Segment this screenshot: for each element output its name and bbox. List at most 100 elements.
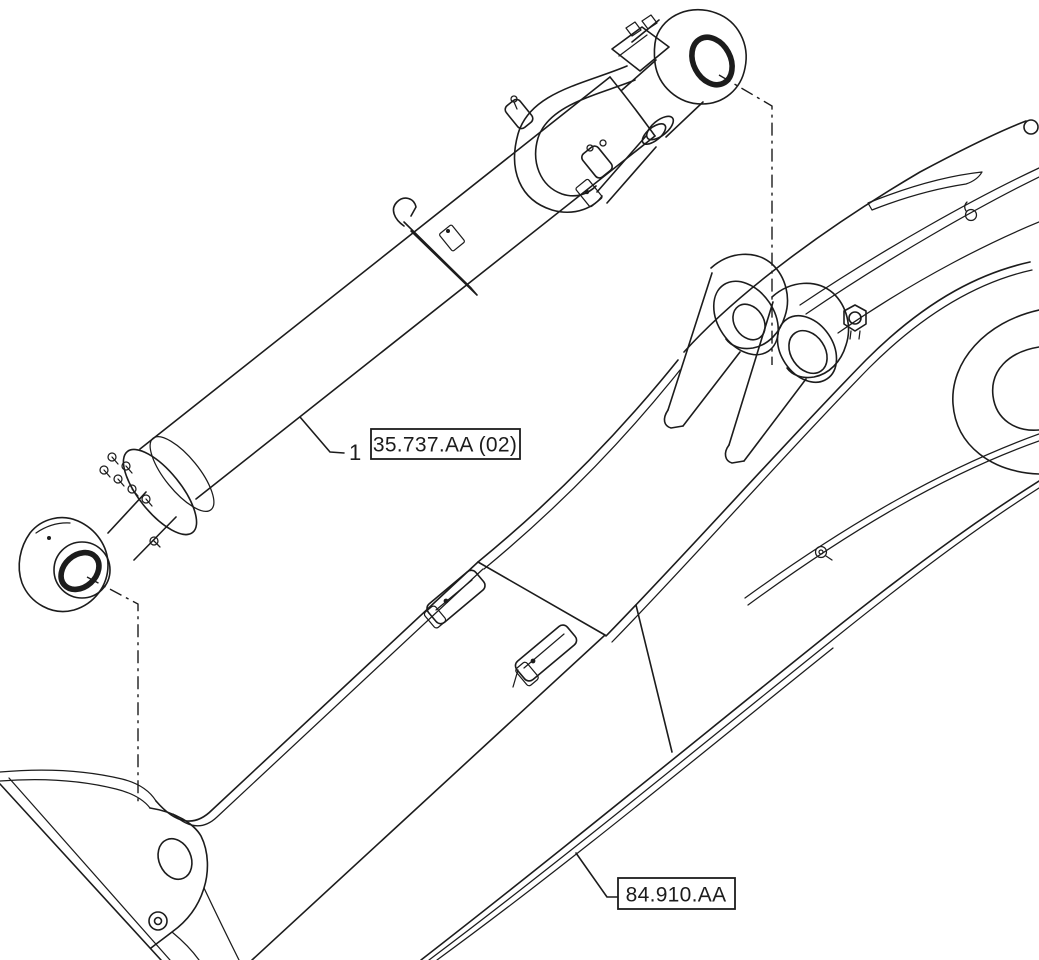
boom-clamp-bracket-2	[512, 624, 578, 688]
near-lug-foot	[724, 444, 745, 464]
bracket-clip	[515, 661, 539, 687]
barrel-upper-edge	[139, 76, 611, 450]
port-block	[611, 26, 670, 72]
near-lug-boss	[776, 315, 838, 383]
boom-foot-top-edge	[0, 769, 157, 802]
bracket-bolt	[530, 658, 536, 664]
tube-flange	[645, 115, 675, 141]
upper-pin-centerline	[718, 74, 773, 365]
bolt-shank	[825, 555, 833, 561]
callout-cylinder-box[interactable]	[370, 428, 521, 460]
flange-disc	[122, 448, 198, 536]
boom-pivot-boss-outer	[952, 309, 1039, 475]
boom-foot-hole	[157, 837, 193, 881]
boom-far-edge-to-foot-b	[172, 568, 484, 827]
boom-clamp-bracket-1	[423, 569, 486, 629]
bracket-plate	[426, 569, 486, 625]
flange-rim	[149, 436, 215, 512]
boom-near-corner-to-foot	[251, 634, 606, 960]
callout-cylinder-leader	[299, 416, 345, 454]
near-lug-arm-1	[728, 301, 774, 446]
boom-pivot-boss-inner	[991, 346, 1039, 431]
clevis-neck	[621, 19, 704, 138]
ball-dimple	[47, 536, 51, 540]
hose-clamp-upper	[504, 95, 534, 130]
clamp-plate	[575, 178, 603, 208]
nut-bore	[848, 311, 862, 325]
boom-bottom-edge-c	[436, 647, 834, 960]
callout-boom-leader	[575, 852, 619, 898]
boom-foot-bracket-tail-2	[171, 931, 200, 960]
pin-centerlines	[86, 74, 773, 806]
bolt-center	[818, 549, 824, 555]
band-tab	[392, 197, 417, 227]
boom-foot-front-edge	[0, 783, 162, 960]
ball-outline	[18, 516, 109, 613]
boom-upper-silhouette	[683, 120, 1027, 353]
boom-silhouette-end-hook	[1023, 119, 1039, 135]
clamp-body	[581, 145, 613, 179]
nut-hex	[843, 304, 867, 332]
bolt-head	[814, 545, 828, 559]
far-lug-boss	[712, 280, 780, 356]
near-lug-hook	[771, 282, 850, 379]
band-buckle-bolt	[446, 229, 450, 233]
fitting-tip	[964, 201, 968, 212]
band-buckle	[439, 224, 465, 252]
callout-cylinder: 1 35.737.AA (02)	[299, 416, 521, 465]
clamp-body	[504, 98, 534, 130]
bracket-clip	[423, 605, 447, 629]
boom-top-seam-2	[837, 221, 1039, 334]
boom-top-plate-end	[477, 561, 606, 636]
cap-eye-ring	[653, 8, 747, 105]
far-lug-hook	[710, 253, 789, 350]
boom-foot-boss	[148, 911, 168, 931]
barrel-lower-edge	[195, 135, 656, 500]
hose-clamp-lower	[575, 139, 613, 208]
band-straps	[403, 221, 478, 296]
port-block-edge	[618, 34, 648, 57]
boom-foot-boss-center	[153, 916, 163, 926]
rod-eye-bore	[58, 549, 102, 593]
rod-end-ball	[18, 516, 111, 613]
ball-facet	[35, 522, 71, 534]
hose-outer	[513, 65, 628, 213]
boom-far-edge-to-foot	[155, 561, 479, 822]
callout-boom-box[interactable]	[617, 877, 736, 910]
boom-side-plate-end	[635, 604, 673, 753]
callout-boom-ref: 84.910.AA	[626, 884, 727, 907]
boom-rib-sliver	[867, 171, 983, 211]
bracket-edge	[523, 633, 565, 669]
callout-cylinder-ref: 35.737.AA (02)	[373, 434, 517, 457]
clamp-bolt-2	[599, 139, 607, 147]
near-lug-arm-2	[743, 378, 807, 462]
flange-bolts	[99, 452, 161, 548]
hose-inner	[534, 79, 636, 197]
boom-side-seam	[744, 433, 1039, 599]
bracket-tab	[512, 669, 519, 688]
far-lug-foot	[663, 409, 684, 429]
barrel-band-clamp	[392, 197, 478, 296]
rod-eye-ring	[53, 541, 111, 599]
boom-near-lug	[724, 282, 850, 464]
boom-top-seam-1	[799, 167, 1039, 306]
boom-top-seam-1b	[805, 176, 1039, 315]
boom-side-seam-b	[747, 440, 1039, 606]
clamp-plate-bolt	[584, 189, 590, 195]
boom-assembly	[0, 119, 1039, 960]
barrel-cap-rim	[609, 76, 656, 137]
boom-nut	[843, 304, 867, 340]
bracket-plate	[514, 624, 578, 682]
boom-foot-bracket-tail-1	[203, 887, 240, 960]
bracket-edge	[435, 579, 473, 611]
nut-stem	[849, 330, 861, 340]
boom-top-far-edge	[477, 359, 679, 563]
lower-pin-centerline	[86, 576, 139, 806]
hydraulic-cylinder	[18, 8, 747, 613]
boom-bottom-edge	[420, 480, 1039, 960]
bracket-bolt	[443, 598, 449, 604]
boom-bolt	[814, 545, 833, 561]
callout-boom: 84.910.AA	[575, 852, 736, 910]
